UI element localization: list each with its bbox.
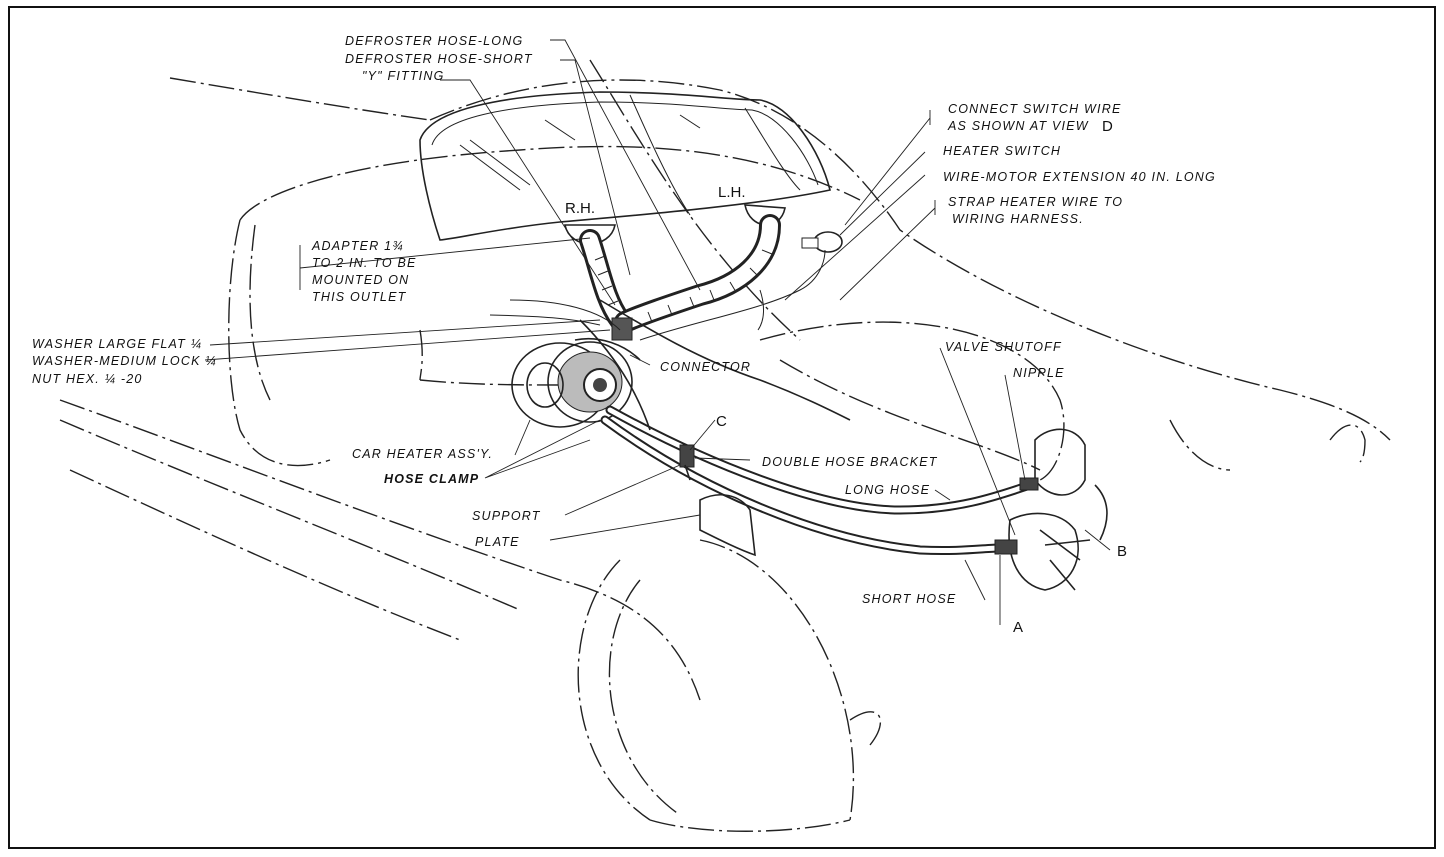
- defroster-hoses: [579, 214, 781, 333]
- label-nipple: NIPPLE: [1013, 366, 1065, 380]
- label-adapter-3: MOUNTED ON: [312, 273, 409, 287]
- label-view-a: A: [1013, 619, 1023, 636]
- label-short-hose: SHORT HOSE: [862, 592, 956, 606]
- label-car-heater-assy: CAR HEATER ASS'Y.: [352, 447, 493, 461]
- label-wire-motor-extension: WIRE-MOTOR EXTENSION 40 IN. LONG: [943, 170, 1216, 184]
- label-heater-switch: HEATER SWITCH: [943, 144, 1061, 158]
- label-defroster-hose-long: DEFROSTER HOSE-LONG: [345, 34, 523, 48]
- label-adapter-1: ADAPTER 1¾: [311, 239, 404, 253]
- support-plate: [699, 494, 756, 557]
- label-washer-medium-lock: WASHER-MEDIUM LOCK ¼: [32, 354, 217, 368]
- label-washer-large-flat: WASHER LARGE FLAT ¼: [32, 337, 202, 351]
- label-view-c: C: [716, 413, 727, 430]
- engine-fittings: [994, 428, 1108, 591]
- label-valve-shutoff: VALVE SHUTOFF: [945, 340, 1062, 354]
- wires: [489, 249, 826, 341]
- label-strap-heater-wire-2: WIRING HARNESS.: [952, 212, 1084, 226]
- heater-switch: [801, 231, 843, 253]
- label-connect-switch-wire-2: AS SHOWN AT VIEW: [947, 119, 1089, 133]
- label-rh-outlet: R.H.: [565, 200, 595, 217]
- diagram-frame: [8, 6, 1436, 849]
- leader-lines: [204, 39, 1111, 625]
- label-view-d: D: [1102, 118, 1113, 135]
- car-body-outline: [59, 59, 1391, 832]
- label-nut-hex: NUT HEX. ¼ -20: [32, 372, 143, 386]
- double-hose-bracket: [679, 444, 695, 481]
- label-connect-switch-wire-1: CONNECT SWITCH WIRE: [948, 102, 1121, 116]
- label-long-hose: LONG HOSE: [845, 483, 930, 497]
- label-adapter-4: THIS OUTLET: [312, 290, 407, 304]
- label-connector: CONNECTOR: [660, 360, 751, 374]
- label-y-fitting: "Y" FITTING: [362, 69, 445, 83]
- label-adapter-2: TO 2 IN. TO BE: [312, 256, 417, 270]
- label-double-hose-bracket: DOUBLE HOSE BRACKET: [762, 455, 938, 469]
- label-hose-clamp: HOSE CLAMP: [384, 472, 479, 486]
- label-lh-outlet: L.H.: [718, 184, 746, 201]
- label-plate: PLATE: [475, 535, 520, 549]
- windshield: [419, 91, 831, 241]
- label-defroster-hose-short: DEFROSTER HOSE-SHORT: [345, 52, 533, 66]
- label-strap-heater-wire-1: STRAP HEATER WIRE TO: [948, 195, 1123, 209]
- car-heater-assembly: [511, 317, 641, 428]
- label-view-b: B: [1117, 543, 1127, 560]
- label-support: SUPPORT: [472, 509, 541, 523]
